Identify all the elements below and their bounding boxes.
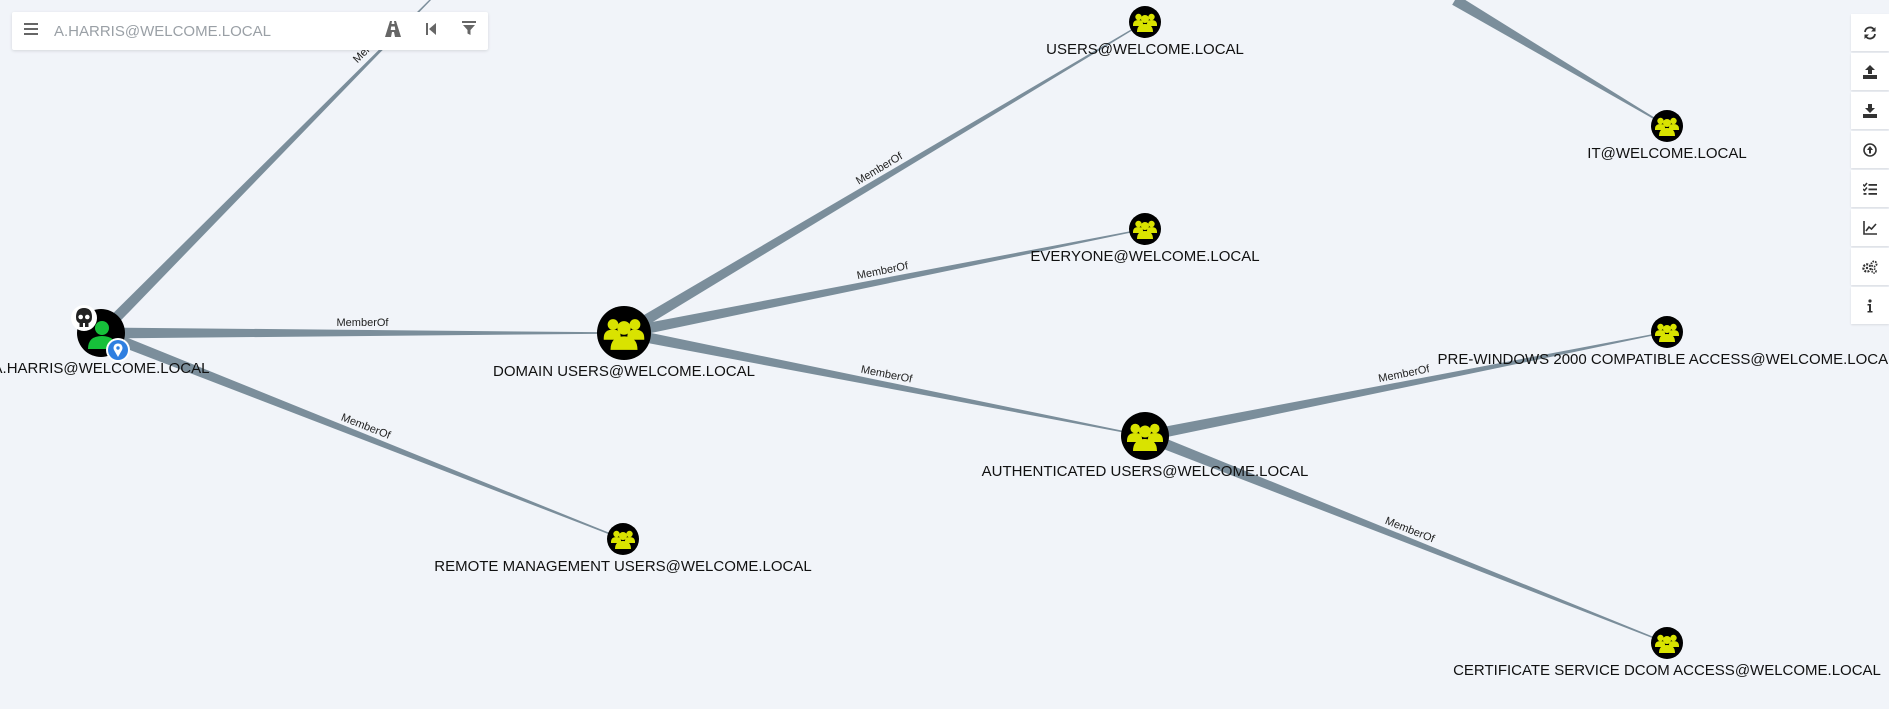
graph-node-users[interactable]: USERS@WELCOME.LOCAL [1046, 6, 1244, 58]
upload-circle-icon [1863, 142, 1877, 157]
filter-button[interactable] [450, 12, 488, 50]
export-button[interactable] [1851, 53, 1889, 90]
edge-aharris-domainusers[interactable] [101, 327, 624, 339]
graph-node-certdcom[interactable]: CERTIFICATE SERVICE DCOM ACCESS@WELCOME.… [1453, 627, 1881, 679]
users-group-icon [1133, 13, 1157, 32]
import-button[interactable] [1851, 92, 1889, 129]
node-label: CERTIFICATE SERVICE DCOM ACCESS@WELCOME.… [1453, 662, 1881, 679]
node-label: AUTHENTICATED USERS@WELCOME.LOCAL [982, 463, 1309, 480]
graph-node-remotemgmt[interactable]: REMOTE MANAGEMENT USERS@WELCOME.LOCAL [434, 523, 812, 575]
edge-aharris-remotemgmt[interactable] [99, 327, 624, 540]
upload-icon [1863, 64, 1877, 79]
node-label: PRE-WINDOWS 2000 COMPATIBLE ACCESS@WELCO… [1438, 351, 1889, 368]
edge-authusers-prewin2000[interactable] [1143, 331, 1668, 442]
edge-layer: MemberOfMemberOfMemberOfMemberOfMemberOf… [97, 0, 1668, 644]
menu-button[interactable] [12, 12, 50, 50]
edge-label: MemberOf [337, 317, 390, 329]
search-bar [12, 12, 488, 50]
chart-icon [1863, 220, 1877, 235]
download-icon [1863, 103, 1877, 118]
skull-icon [71, 305, 97, 331]
statistics-button[interactable] [1851, 209, 1889, 246]
info-icon [1866, 298, 1874, 313]
graph-node-everyone[interactable]: EVERYONE@WELCOME.LOCAL [1030, 213, 1260, 265]
graph-node-authusers[interactable]: AUTHENTICATED USERS@WELCOME.LOCAL [982, 412, 1309, 480]
edge-authusers-certdcom[interactable] [1143, 430, 1668, 644]
users-group-icon [611, 530, 635, 549]
right-toolbar [1851, 14, 1889, 324]
back-button[interactable] [412, 12, 450, 50]
node-label: EVERYONE@WELCOME.LOCAL [1030, 248, 1259, 265]
edge-domainusers-everyone[interactable] [622, 228, 1146, 339]
users-group-icon [1133, 220, 1157, 239]
graph-node-aharris[interactable]: A.HARRIS@WELCOME.LOCAL [0, 305, 209, 377]
tasks-icon [1863, 182, 1877, 196]
edge-domainusers-authusers[interactable] [622, 327, 1146, 437]
users-group-icon [1655, 634, 1679, 653]
step-backward-icon [424, 22, 438, 41]
users-group-icon [1655, 323, 1679, 342]
users-group-icon [603, 319, 645, 350]
edge-offscreen_it-it[interactable] [1452, 0, 1668, 127]
road-icon [384, 20, 402, 42]
hamburger-icon [23, 22, 39, 41]
queries-button[interactable] [1851, 170, 1889, 207]
node-label: IT@WELCOME.LOCAL [1587, 145, 1746, 162]
upload-data-button[interactable] [1851, 131, 1889, 168]
filter-icon [462, 21, 476, 41]
graph-node-domainusers[interactable]: DOMAIN USERS@WELCOME.LOCAL [493, 306, 755, 380]
node-label: REMOTE MANAGEMENT USERS@WELCOME.LOCAL [434, 558, 812, 575]
edge-aharris-offscreen_top[interactable] [97, 0, 438, 337]
map-marker-icon [106, 338, 130, 362]
node-label: DOMAIN USERS@WELCOME.LOCAL [493, 363, 755, 380]
graph-node-it[interactable]: IT@WELCOME.LOCAL [1587, 110, 1747, 162]
settings-button[interactable] [1851, 248, 1889, 285]
node-label: USERS@WELCOME.LOCAL [1046, 41, 1244, 58]
users-group-icon [1127, 423, 1163, 451]
graph-node-prewin2000[interactable]: PRE-WINDOWS 2000 COMPATIBLE ACCESS@WELCO… [1438, 316, 1889, 368]
about-button[interactable] [1851, 287, 1889, 324]
pathfinding-button[interactable] [374, 12, 412, 50]
edge-domainusers-users[interactable] [621, 21, 1146, 338]
refresh-button[interactable] [1851, 14, 1889, 51]
search-input[interactable] [50, 16, 374, 46]
node-layer: A.HARRIS@WELCOME.LOCAL DOMAIN USERS@WELCO… [0, 6, 1889, 679]
settings-icon [1862, 260, 1878, 274]
refresh-icon [1863, 26, 1877, 40]
node-label: A.HARRIS@WELCOME.LOCAL [0, 360, 209, 377]
users-group-icon [1655, 117, 1679, 136]
